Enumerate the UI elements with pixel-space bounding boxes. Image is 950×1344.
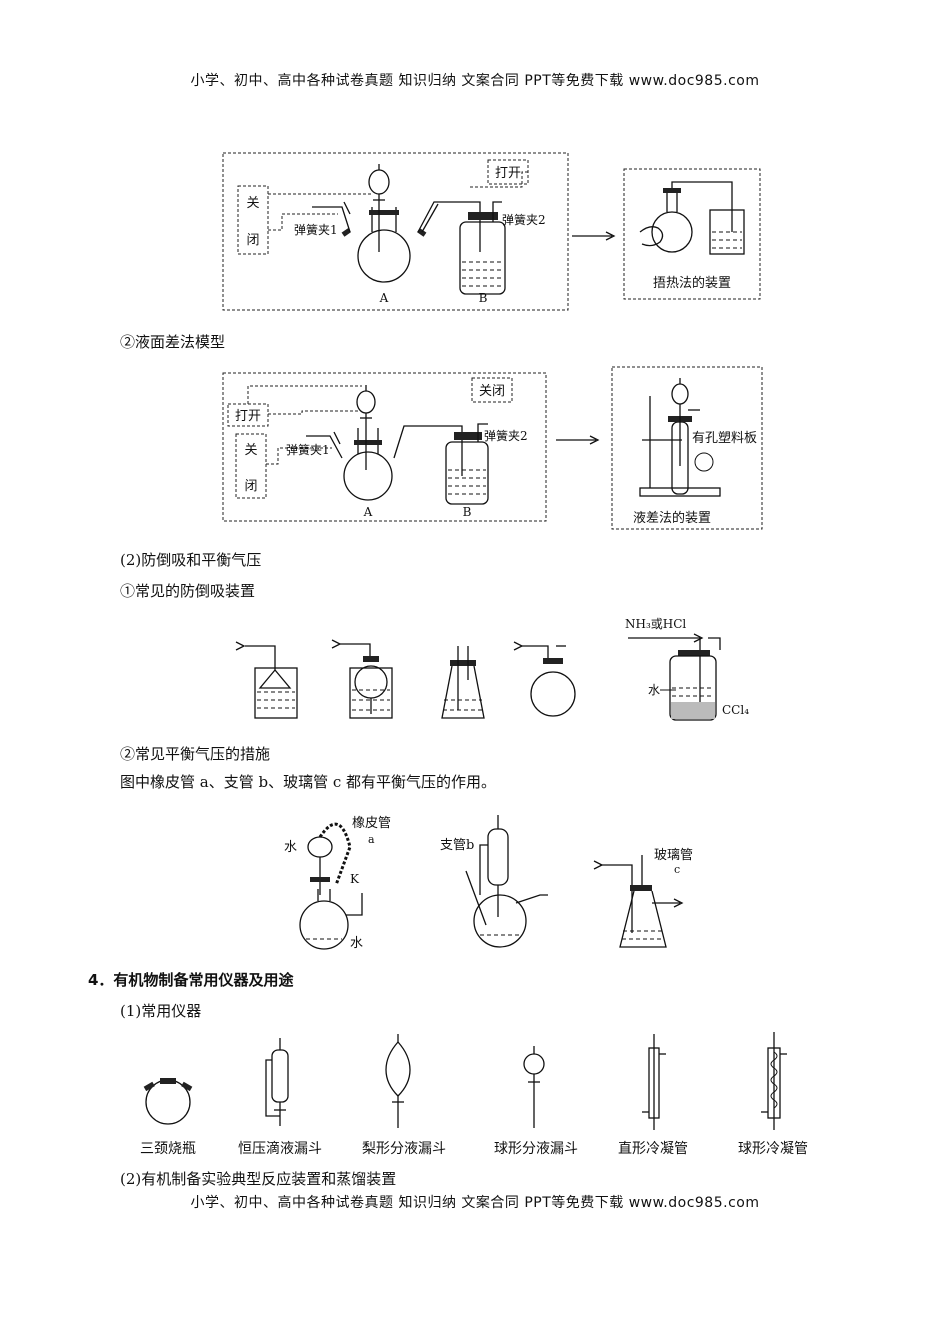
section-liquid-level: ②液面差法模型 — [120, 333, 226, 351]
caption-liquid: 液差法的装置 — [633, 510, 711, 526]
label-c: c — [674, 863, 680, 876]
label-gas: NH₃或HCl — [625, 617, 686, 631]
label-k: K — [350, 872, 360, 886]
section-pressure: ②常见平衡气压的措施 — [120, 745, 271, 763]
label-water1: 水 — [284, 840, 297, 855]
label-clip2: 弹簧夹2 — [502, 212, 546, 227]
figure-heating-method: 关 闭 打开 弹簧夹1 A 弹簧夹2 B 捂热法的装置 — [222, 152, 761, 311]
label-dakai: 打开 — [495, 166, 521, 181]
caption-heating: 捂热法的装置 — [653, 275, 731, 291]
label-ccl4: CCl₄ — [722, 703, 749, 717]
label-bi: 闭 — [246, 233, 259, 248]
label-a: a — [368, 833, 375, 846]
figure-anti-suckback: NH₃或HCl 水 CCl₄ — [235, 617, 749, 721]
straight-condenser-icon — [642, 1034, 666, 1130]
label-clip1: 弹簧夹1 — [294, 222, 338, 237]
label-plate: 有孔塑料板 — [692, 431, 757, 446]
label-a: A — [379, 291, 389, 305]
section-4-1: (1)常用仪器 — [120, 1002, 202, 1020]
page-footer: 小学、初中、高中各种试卷真题 知识归纳 文案合同 PPT等免费下载 www.do… — [190, 1195, 760, 1211]
label-a: A — [363, 505, 373, 519]
label-clip2: 弹簧夹2 — [484, 428, 528, 443]
label-b: B — [463, 505, 472, 519]
bulb-condenser-icon — [761, 1032, 787, 1130]
label-guan: 关 — [244, 443, 257, 458]
ball-funnel-icon — [523, 1046, 545, 1128]
instrument-label: 恒压滴液漏斗 — [238, 1141, 322, 1157]
figure-liquid-difference: 打开 关闭 关 闭 弹簧夹1 A 弹簧夹2 B 有孔塑料板 液差法的装置 — [222, 366, 763, 530]
figure-pressure-balance: 橡皮管 a 水 K 水 支管b 玻璃管 c — [284, 815, 693, 951]
label-branch: 支管b — [440, 838, 474, 853]
pear-funnel-icon — [385, 1034, 411, 1128]
instrument-label: 球形分液漏斗 — [494, 1141, 578, 1157]
section-anti-suckback: (2)防倒吸和平衡气压 — [120, 551, 262, 569]
label-guan: 关 — [246, 196, 259, 211]
section-common-anti: ①常见的防倒吸装置 — [120, 582, 256, 600]
instrument-label: 直形冷凝管 — [618, 1141, 688, 1157]
instrument-label: 球形冷凝管 — [738, 1141, 808, 1157]
label-rubber: 橡皮管 — [352, 816, 391, 831]
label-dakai: 打开 — [235, 409, 261, 424]
instrument-label: 三颈烧瓶 — [140, 1141, 196, 1157]
three-neck-flask-icon — [143, 1078, 193, 1125]
label-bi: 闭 — [244, 479, 257, 494]
label-water2: 水 — [350, 936, 363, 951]
instrument-label: 梨形分液漏斗 — [362, 1141, 446, 1157]
section-4-title: 4．有机物制备常用仪器及用途 — [88, 971, 294, 989]
pressure-funnel-icon — [265, 1038, 289, 1126]
label-b: B — [479, 291, 488, 305]
section-pressure-desc: 图中橡皮管 a、支管 b、玻璃管 c 都有平衡气压的作用。 — [120, 773, 497, 791]
section-4-2: (2)有机制备实验典型反应装置和蒸馏装置 — [120, 1170, 397, 1188]
figure-instruments — [143, 1032, 787, 1130]
page-header: 小学、初中、高中各种试卷真题 知识归纳 文案合同 PPT等免费下载 www.do… — [190, 73, 760, 89]
label-clip1: 弹簧夹1 — [286, 442, 330, 457]
label-glass: 玻璃管 — [654, 848, 693, 863]
label-water: 水 — [648, 683, 660, 697]
label-guanbi: 关闭 — [479, 384, 505, 399]
